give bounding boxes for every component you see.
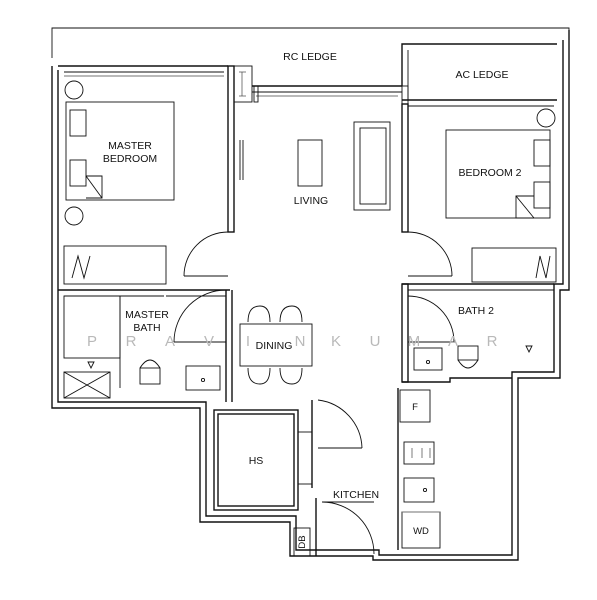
master-bath-label-1: MASTER — [125, 309, 169, 321]
watermark-letter: R — [487, 333, 498, 350]
kitchen-area — [293, 388, 441, 557]
outer-walls — [51, 27, 570, 561]
rc-ledge-label: RC LEDGE — [283, 51, 337, 63]
watermark-letter: I — [246, 333, 250, 350]
watermark-letter: P — [87, 333, 97, 350]
db-label: DB — [297, 535, 308, 548]
dining-label: DINING — [256, 340, 293, 352]
washer-dryer-label: WD — [413, 526, 429, 537]
fridge-label: F — [412, 402, 418, 413]
watermark-letter: M — [408, 333, 421, 350]
dining-area — [239, 305, 313, 385]
bath-2 — [401, 283, 533, 383]
bath-2-label: BATH 2 — [458, 305, 494, 317]
master-bath-label-2: BATH — [133, 322, 160, 334]
watermark-letter: R — [126, 333, 137, 350]
watermark-letter: A — [448, 333, 458, 350]
watermark-letter: N — [295, 333, 306, 350]
hs-label: HS — [249, 455, 264, 467]
bedroom-2 — [401, 43, 557, 291]
ac-ledge-label: AC LEDGE — [455, 69, 508, 81]
master-bath — [63, 289, 233, 402]
household-shelter — [213, 399, 363, 511]
living-area — [239, 85, 402, 211]
watermark-letter: A — [165, 333, 175, 350]
master-bedroom-label-2: BEDROOM — [103, 153, 157, 165]
living-label: LIVING — [294, 195, 328, 207]
watermark: P R A V I N K U M A R — [87, 333, 498, 350]
watermark-letter: K — [331, 333, 341, 350]
watermark-letter: U — [370, 333, 381, 350]
master-bedroom — [58, 65, 253, 297]
room-labels: RC LEDGE AC LEDGE MASTER BEDROOM LIVING … — [103, 51, 522, 549]
watermark-letter: V — [204, 333, 214, 350]
kitchen-label: KITCHEN — [333, 489, 379, 501]
bedroom-2-label: BEDROOM 2 — [458, 167, 521, 179]
master-bedroom-label-1: MASTER — [108, 140, 152, 152]
